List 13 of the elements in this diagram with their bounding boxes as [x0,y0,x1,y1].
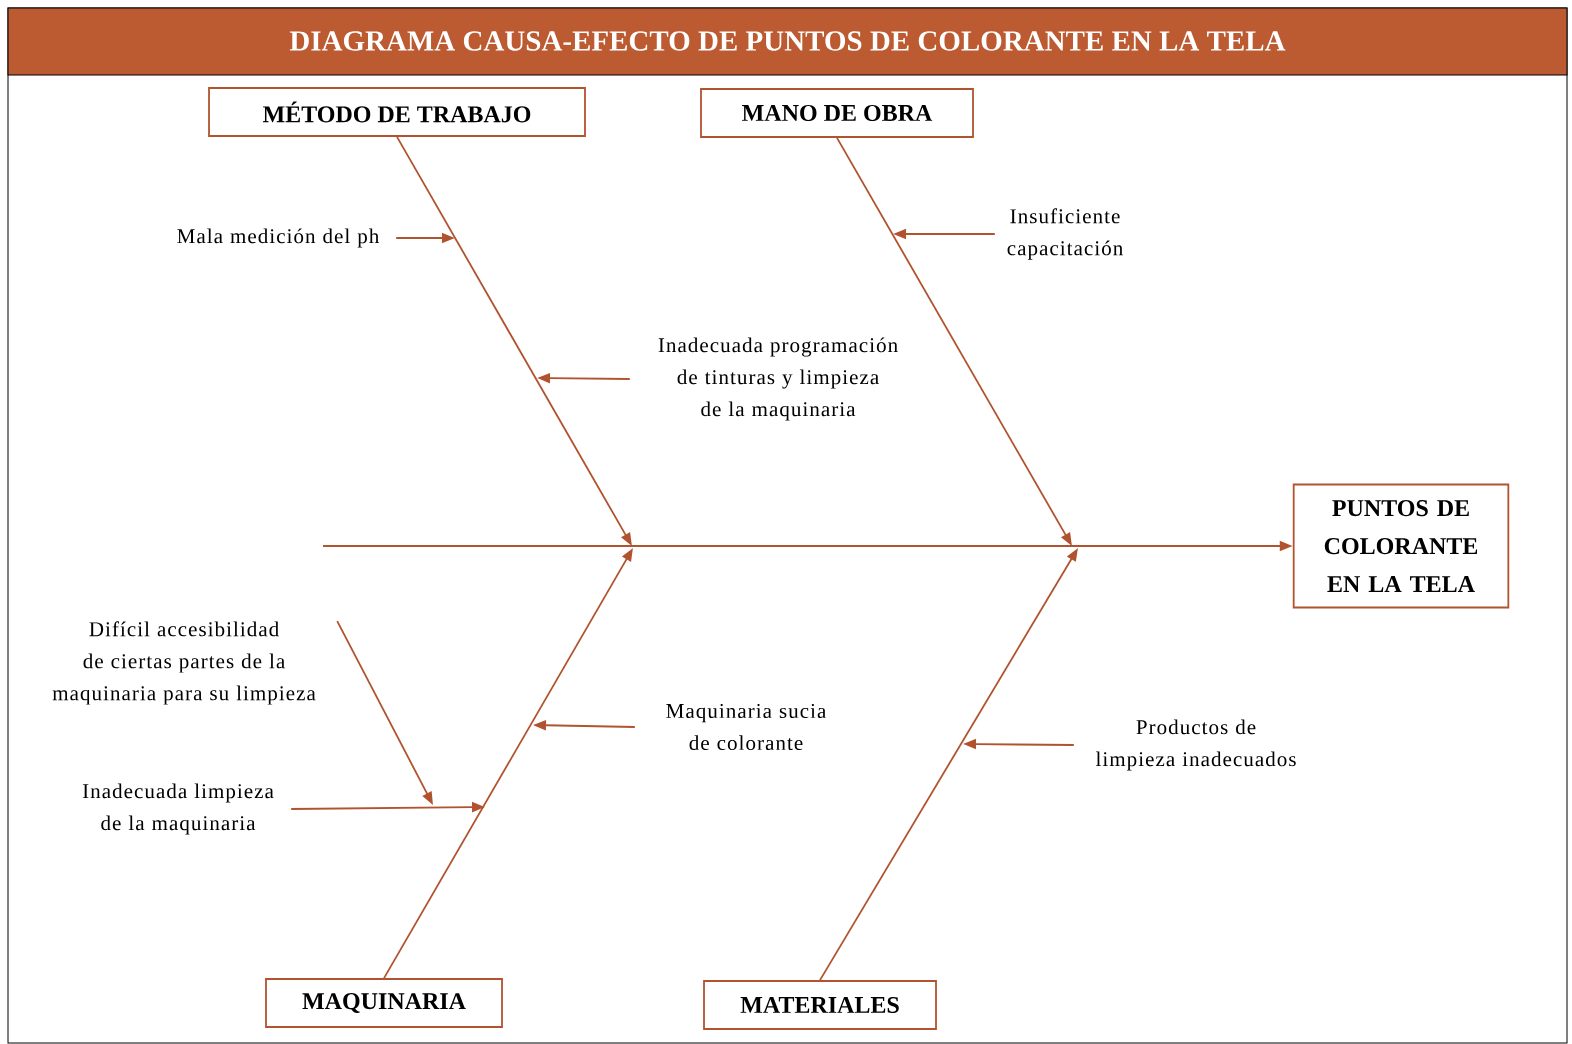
cause-text: Inadecuada limpieza de la maquinaria [82,783,274,835]
effect-box: PUNTOS DE COLORANTE EN LA TELA [1292,483,1510,609]
title-band: DIAGRAMA CAUSA-EFECTO DE PUNTOS DE COLORANTE EN LA TELA [7,7,1568,76]
cause-text: Insuficiente capacitación [1007,208,1123,260]
cause-text: Difícil accesibilidad de ciertas partes de la maquinaria para su limpieza [52,621,316,705]
category-box: MANO DE OBRA [700,88,974,138]
cause-text: Mala medición del ph [177,228,380,248]
category-box: MÉTODO DE TRABAJO [208,87,586,137]
cause-text: Maquinaria sucia de colorante [666,703,827,751]
category-box: MATERIALES [703,980,937,1030]
cause-text: Inadecuada programación de tinturas y limpieza de la maquinaria [658,337,898,421]
category-box: MAQUINARIA [265,978,503,1028]
cause-text: Productos de limpieza inadecuados [1095,719,1296,771]
